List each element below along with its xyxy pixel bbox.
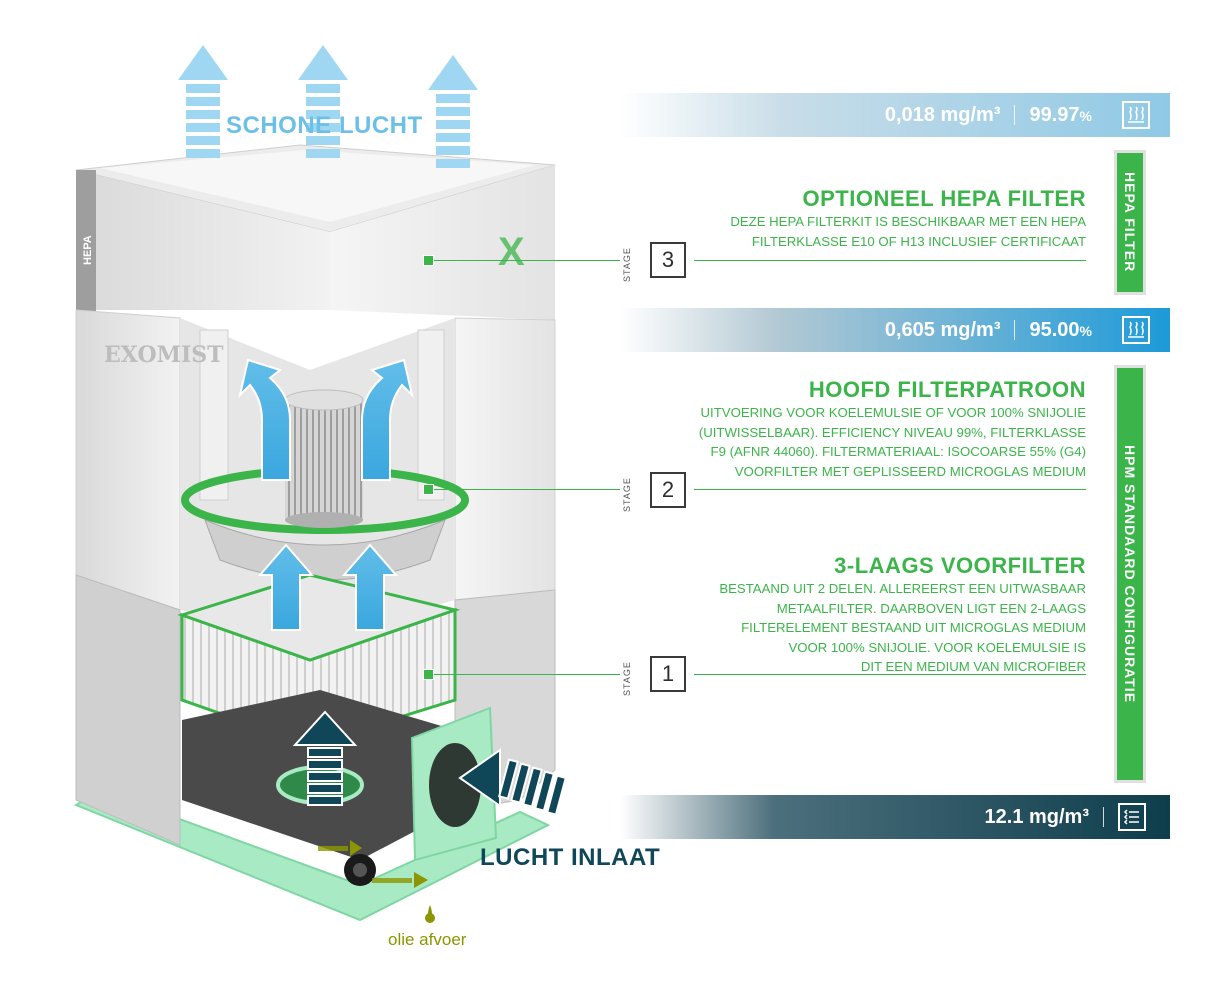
stage-2-word: STAGE <box>622 477 632 512</box>
stage-1-word: STAGE <box>622 661 632 696</box>
measurement-bar-bottom: 12.1 mg/m³ <box>620 795 1170 839</box>
stage-1-leader-right <box>694 674 1086 675</box>
stage-1-marker <box>423 669 434 680</box>
stage-3-number: 3 <box>650 242 686 278</box>
clean-air-arrows <box>178 45 478 168</box>
stage-2-number: 2 <box>650 472 686 508</box>
filter-icon <box>1122 316 1150 344</box>
concentration-value: 12.1 mg/m³ <box>984 805 1089 828</box>
stage-1-title: 3-LAAGS VOORFILTER <box>834 553 1086 578</box>
concentration-value: 0,605 mg/m³ <box>884 318 1001 341</box>
air-inlet-label: LUCHT INLAAT <box>480 844 661 871</box>
efficiency-percent: 95.00% <box>1029 318 1092 341</box>
stage-2-leader-right <box>694 489 1086 490</box>
stage-1-leader <box>432 674 620 675</box>
stage-2-leader <box>432 489 620 490</box>
stage-3-description: DEZE HEPA FILTERKIT IS BESCHIKBAAR MET E… <box>730 214 1086 249</box>
hpm-standard-configuration-band: HPM STANDAARD CONFIGURATIE <box>1114 365 1146 783</box>
hepa-side-label: HEPA <box>82 235 94 265</box>
clean-air-label: SCHONE LUCHT <box>226 112 423 139</box>
filter-icon <box>1122 101 1150 129</box>
x-logo: X <box>498 230 525 274</box>
exomist-brand: EXOMIST <box>104 342 224 368</box>
stage-3-marker <box>423 255 434 266</box>
stage-1-number: 1 <box>650 656 686 692</box>
oil-drain-label: olie afvoer <box>388 930 467 949</box>
stage-2-title: HOOFD FILTERPATROON <box>808 377 1086 402</box>
stage-3-word: STAGE <box>622 247 632 282</box>
concentration-value: 0,018 mg/m³ <box>884 103 1001 126</box>
stage-2-description: UITVOERING VOOR KOELEMULSIE OF VOOR 100%… <box>698 405 1086 479</box>
hepa-filter-band: HEPA FILTER <box>1114 150 1146 295</box>
stage-2-marker <box>423 484 434 495</box>
inlet-air-icon <box>1118 803 1146 831</box>
stage-3-leader <box>432 260 620 261</box>
stage-3-leader-right <box>694 260 1086 261</box>
measurement-bar-middle: 0,605 mg/m³ 95.00% <box>620 308 1170 352</box>
measurement-bar-top: 0,018 mg/m³ 99.97% <box>620 93 1170 137</box>
separator <box>1014 320 1016 340</box>
stage-1-description: BESTAAND UIT 2 DELEN. ALLEREERST EEN UIT… <box>719 581 1086 674</box>
separator <box>1014 105 1016 125</box>
separator <box>1103 807 1104 827</box>
filter-unit-illustration: HEPA X EXOMIST <box>73 45 567 923</box>
stage-3-title: OPTIONEEL HEPA FILTER <box>802 186 1086 211</box>
efficiency-percent: 99.97% <box>1029 103 1092 126</box>
